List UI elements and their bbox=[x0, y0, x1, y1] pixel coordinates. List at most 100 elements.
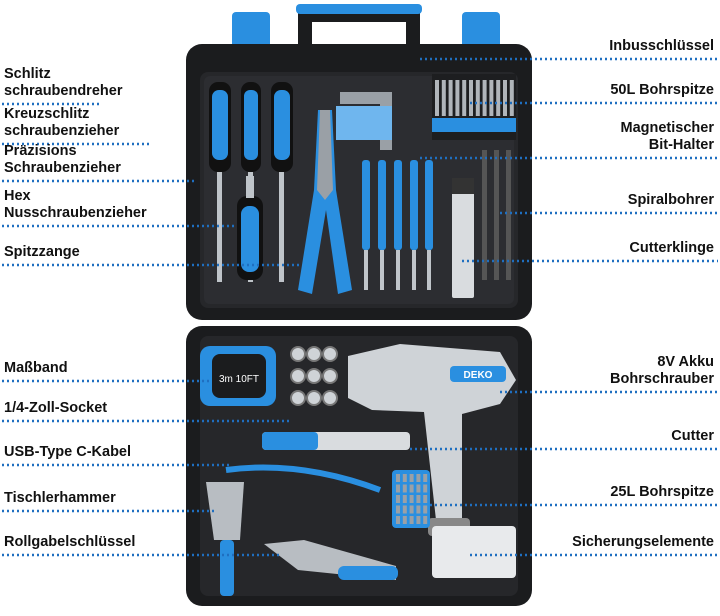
label-bohrspitze50: 50L Bohrspitze bbox=[610, 82, 714, 99]
label-cutter: Cutter bbox=[671, 428, 714, 445]
label-line: Inbusschlüssel bbox=[609, 38, 714, 54]
label-line: Kreuzschlitz bbox=[4, 106, 90, 122]
bit bbox=[496, 80, 501, 116]
bit bbox=[503, 80, 507, 116]
label-line: Cutterklinge bbox=[629, 240, 714, 256]
socket bbox=[306, 368, 322, 384]
label-line: Nusschraubenzieher bbox=[4, 205, 147, 221]
bit bbox=[423, 484, 428, 493]
drill-brand: DEKO bbox=[464, 370, 493, 381]
label-spiralbohrer: Spiralbohrer bbox=[628, 192, 714, 209]
bit bbox=[396, 484, 400, 493]
socket bbox=[290, 390, 306, 406]
bit bbox=[409, 484, 414, 493]
screwdriver-slot bbox=[209, 82, 231, 282]
bit bbox=[423, 474, 428, 482]
bit bbox=[448, 80, 453, 116]
label-hammer: Tischlerhammer bbox=[4, 490, 116, 507]
tape-measure: 3m 10FT bbox=[200, 346, 276, 406]
label-line: Präzisions bbox=[4, 143, 77, 159]
label-line: Schraubenzieher bbox=[4, 160, 121, 176]
bit bbox=[402, 474, 407, 482]
bit bbox=[435, 80, 439, 116]
label-line: Schlitz bbox=[4, 66, 51, 82]
label-line: Bohrschrauber bbox=[610, 371, 714, 387]
socket-set bbox=[290, 346, 338, 406]
bit bbox=[441, 80, 446, 116]
label-line: Magnetischer bbox=[620, 120, 714, 136]
bit bbox=[396, 516, 400, 524]
label-massband: Maßband bbox=[4, 360, 68, 377]
socket bbox=[306, 390, 322, 406]
bit bbox=[423, 505, 428, 514]
bit bbox=[423, 495, 428, 503]
label-line: Sicherungselemente bbox=[572, 534, 714, 550]
needle-nose-pliers bbox=[298, 110, 352, 294]
bit bbox=[396, 505, 400, 514]
utility-cutter bbox=[262, 432, 410, 450]
tape-reading: 3m 10FT bbox=[219, 374, 259, 385]
socket bbox=[306, 346, 322, 362]
bit bbox=[396, 474, 400, 482]
hex-nut-driver bbox=[237, 176, 263, 280]
label-line: Cutter bbox=[671, 428, 714, 444]
bit bbox=[482, 80, 487, 116]
screwdriver-3 bbox=[271, 82, 293, 282]
bit bbox=[416, 495, 421, 503]
label-inbus: Inbusschlüssel bbox=[609, 38, 714, 55]
label-line: Spitzzange bbox=[4, 244, 80, 260]
bit-holder-25l bbox=[392, 470, 430, 528]
label-line: Tischlerhammer bbox=[4, 490, 116, 506]
socket bbox=[322, 368, 338, 384]
usb-cable bbox=[225, 464, 382, 493]
label-line: Maßband bbox=[4, 360, 68, 376]
bit bbox=[402, 484, 407, 493]
hex-key-set bbox=[336, 92, 392, 150]
bit bbox=[396, 495, 400, 503]
label-cutterklinge: Cutterklinge bbox=[629, 240, 714, 257]
label-line: schraubendreher bbox=[4, 83, 123, 99]
socket bbox=[290, 368, 306, 384]
cutter-blades bbox=[452, 178, 474, 298]
bit bbox=[402, 505, 407, 514]
drill-bits bbox=[482, 150, 511, 280]
socket bbox=[322, 346, 338, 362]
bit bbox=[416, 505, 421, 514]
label-socket: 1/4-Zoll-Socket bbox=[4, 400, 107, 417]
label-line: USB-Type C-Kabel bbox=[4, 444, 132, 460]
label-line: Hex bbox=[4, 188, 31, 204]
bit bbox=[416, 474, 421, 482]
label-line: schraubenzieher bbox=[4, 123, 120, 139]
label-line: Bit-Halter bbox=[648, 137, 714, 153]
bit bbox=[423, 516, 428, 524]
bit bbox=[409, 516, 414, 524]
bit-holder-50l bbox=[432, 74, 516, 140]
bit bbox=[409, 495, 414, 503]
label-line: 1/4-Zoll-Socket bbox=[4, 400, 108, 416]
label-bohrspitze25: 25L Bohrspitze bbox=[610, 484, 714, 501]
bit bbox=[489, 80, 494, 116]
precision-screwdrivers bbox=[362, 160, 433, 290]
bit bbox=[402, 495, 407, 503]
bit bbox=[469, 80, 473, 116]
bit bbox=[416, 484, 421, 493]
bit bbox=[509, 80, 514, 116]
label-line: Spiralbohrer bbox=[627, 192, 714, 208]
bit bbox=[462, 80, 467, 116]
bit bbox=[402, 516, 407, 524]
bit bbox=[475, 80, 480, 116]
bit bbox=[416, 516, 421, 524]
label-line: 25L Bohrspitze bbox=[610, 484, 714, 500]
bit bbox=[409, 505, 414, 514]
label-line: 50L Bohrspitze bbox=[610, 82, 714, 98]
label-usb: USB-Type C-Kabel bbox=[4, 444, 131, 461]
socket bbox=[290, 346, 306, 362]
label-spitzzange: Spitzzange bbox=[4, 244, 80, 261]
socket bbox=[322, 390, 338, 406]
